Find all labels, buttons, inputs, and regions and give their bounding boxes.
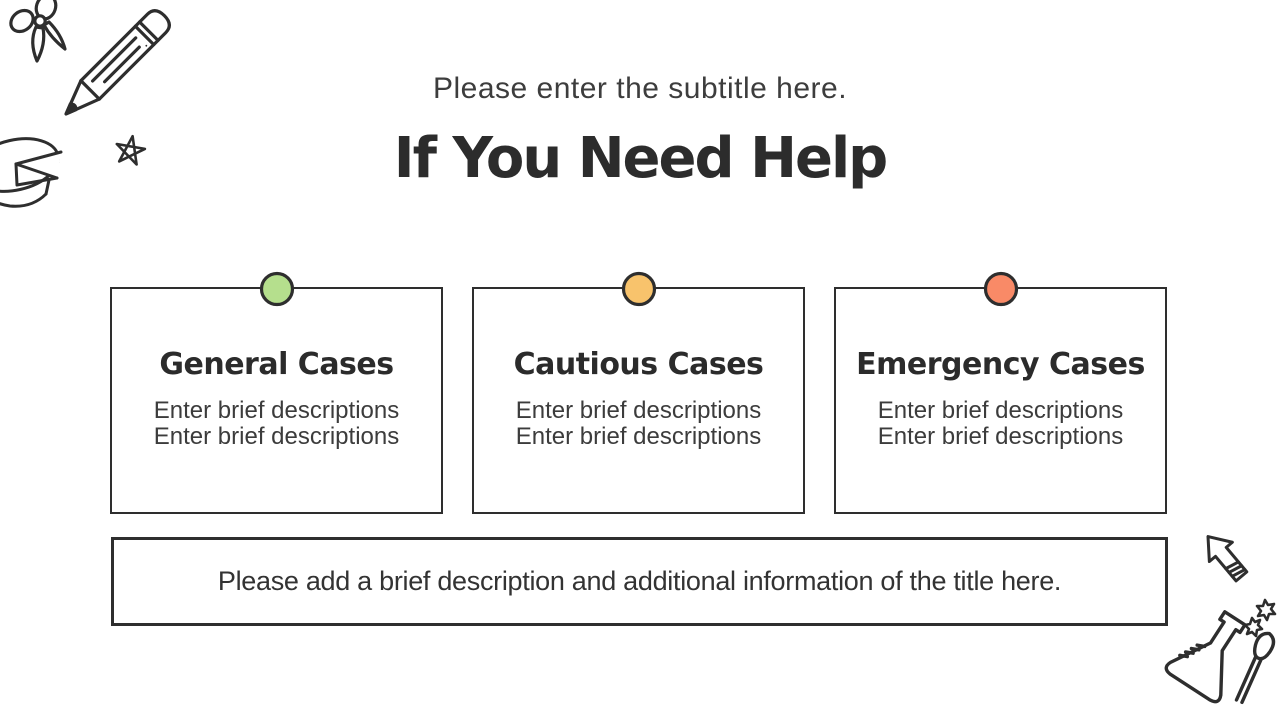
card-cautious-cases: Cautious Cases Enter brief descriptions …	[472, 271, 805, 514]
card-description-line: Enter brief descriptions	[877, 423, 1124, 450]
slide-title: If You Need Help	[393, 126, 888, 191]
card-title: General Cases	[159, 347, 394, 382]
card-description-line: Enter brief descriptions	[153, 423, 400, 450]
card-description: Enter brief descriptions Enter brief des…	[474, 398, 803, 450]
card-description-line: Enter brief descriptions	[515, 397, 762, 424]
green-dot-icon	[259, 271, 294, 307]
red-dot-icon	[983, 271, 1018, 307]
star-icon	[115, 134, 147, 166]
orange-dot-icon	[621, 271, 656, 307]
card-description-line: Enter brief descriptions	[515, 423, 762, 450]
pencil-icon	[64, 9, 171, 116]
slide-subtitle: Please enter the subtitle here.	[432, 72, 848, 105]
card-description-line: Enter brief descriptions	[877, 397, 1124, 424]
footer-description-box: Please add a brief description and addit…	[111, 537, 1168, 626]
card-description: Enter brief descriptions Enter brief des…	[836, 398, 1165, 450]
flask-icon	[1164, 598, 1277, 705]
card-description: Enter brief descriptions Enter brief des…	[112, 398, 441, 450]
card-description-line: Enter brief descriptions	[153, 397, 400, 424]
footer-description-text: Please add a brief description and addit…	[217, 566, 1062, 596]
scissors-icon	[9, 0, 67, 63]
pie-chart-icon	[0, 137, 63, 208]
card-title: Cautious Cases	[513, 347, 764, 382]
card-emergency-cases: Emergency Cases Enter brief descriptions…	[834, 271, 1167, 514]
arrow-icon	[1206, 535, 1249, 583]
card-title: Emergency Cases	[856, 347, 1145, 382]
card-general-cases: General Cases Enter brief descriptions E…	[110, 271, 443, 514]
